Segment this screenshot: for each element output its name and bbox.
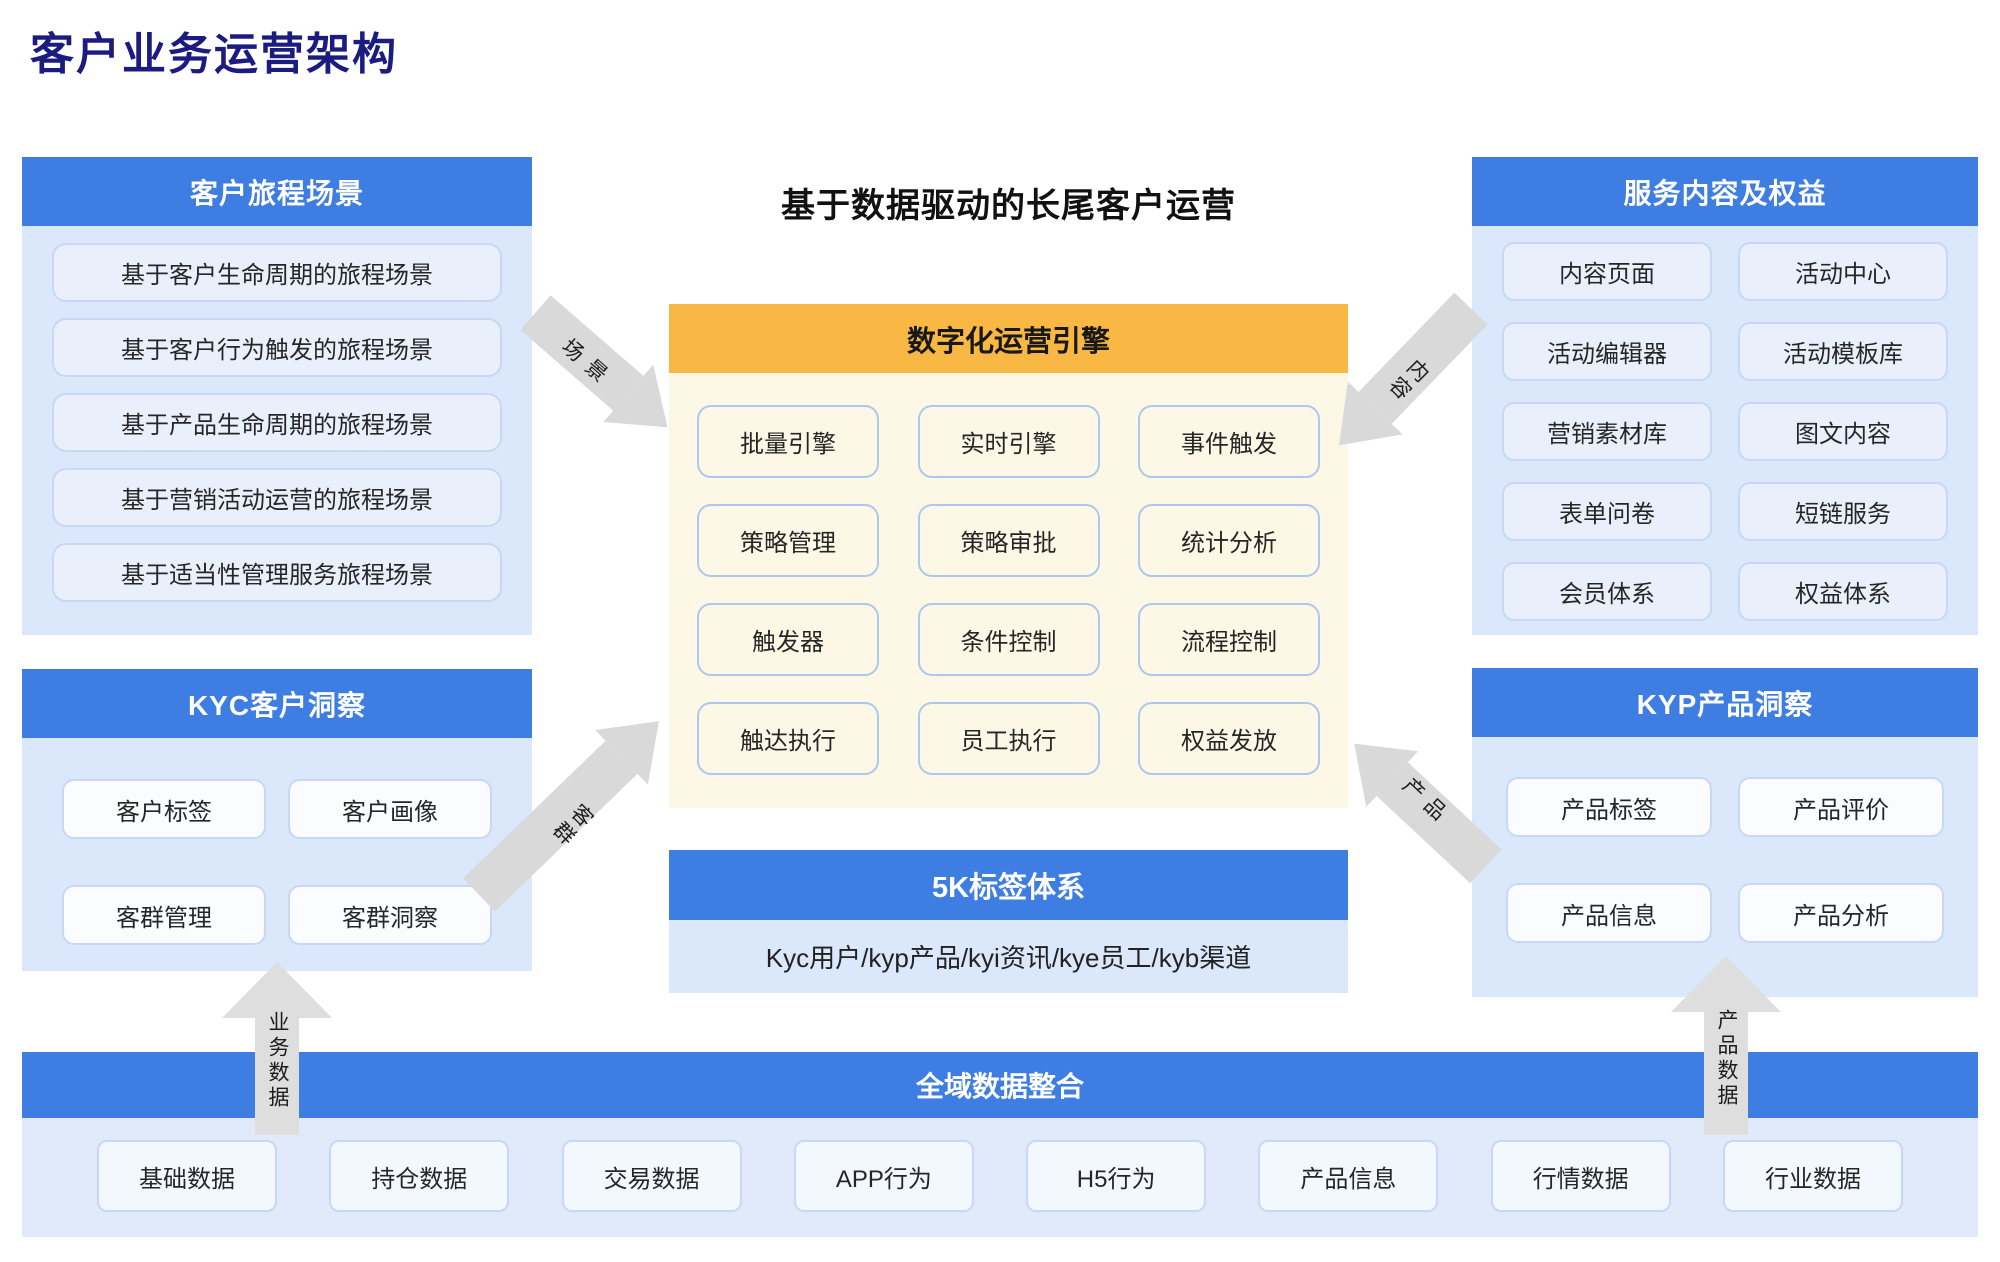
page-title: 客户业务运营架构 bbox=[30, 30, 398, 79]
service-item: 营销素材库 bbox=[1502, 402, 1712, 461]
center-headline: 基于数据驱动的长尾客户运营 bbox=[781, 187, 1236, 225]
kyp-item: 产品分析 bbox=[1738, 883, 1944, 943]
service-item: 表单问卷 bbox=[1502, 482, 1712, 541]
engine-module: 条件控制 bbox=[917, 603, 1100, 676]
engine-module: 批量引擎 bbox=[697, 405, 879, 478]
kyc-panel-body: 客户标签客户画像客群管理客群洞察 bbox=[22, 738, 532, 971]
engine-module: 触发器 bbox=[697, 603, 879, 676]
journey-scenario-item: 基于客户生命周期的旅程场景 bbox=[52, 243, 502, 302]
kyc-item: 客户标签 bbox=[62, 779, 266, 839]
data-source-item: H5行为 bbox=[1026, 1140, 1207, 1212]
tag-system-title: 5K标签体系 bbox=[669, 850, 1348, 920]
service-panel-body: 内容页面活动中心活动编辑器活动模板库营销素材库图文内容表单问卷短链服务会员体系权… bbox=[1472, 226, 1978, 635]
journey-panel: 客户旅程场景 基于客户生命周期的旅程场景基于客户行为触发的旅程场景基于产品生命周… bbox=[22, 157, 532, 635]
data-source-item: 持仓数据 bbox=[329, 1140, 510, 1212]
service-item: 活动模板库 bbox=[1738, 322, 1948, 381]
data-integration-body: 基础数据持仓数据交易数据 APP行为 H5行为产品信息行情数据行业数据 bbox=[22, 1118, 1978, 1237]
kyc-item: 客户画像 bbox=[288, 779, 492, 839]
journey-scenario-item: 基于营销活动运营的旅程场景 bbox=[52, 468, 502, 527]
service-item: 活动中心 bbox=[1738, 242, 1948, 301]
kyp-panel-title: KYP产品洞察 bbox=[1472, 668, 1978, 737]
service-panel-title: 服务内容及权益 bbox=[1472, 157, 1978, 226]
engine-module: 员工执行 bbox=[917, 702, 1100, 775]
engine-body: 批量引擎实时引擎事件触发策略管理策略审批统计分析触发器条件控制流程控制触达执行员… bbox=[669, 373, 1348, 808]
data-source-item: 基础数据 bbox=[97, 1140, 277, 1212]
kyp-panel-body: 产品标签产品评价产品信息产品分析 bbox=[1472, 737, 1978, 997]
journey-panel-body: 基于客户生命周期的旅程场景基于客户行为触发的旅程场景基于产品生命周期的旅程场景基… bbox=[22, 226, 532, 635]
journey-scenario-item: 基于产品生命周期的旅程场景 bbox=[52, 393, 502, 452]
data-source-item: 行情数据 bbox=[1490, 1140, 1671, 1212]
engine-module: 流程控制 bbox=[1138, 603, 1320, 676]
service-item: 短链服务 bbox=[1738, 482, 1948, 541]
engine-module: 实时引擎 bbox=[917, 405, 1100, 478]
data-integration-title: 全域数据整合 bbox=[22, 1052, 1978, 1118]
service-item: 权益体系 bbox=[1738, 562, 1948, 621]
service-item: 活动编辑器 bbox=[1502, 322, 1712, 381]
kyp-item: 产品标签 bbox=[1506, 777, 1712, 837]
kyc-item: 客群洞察 bbox=[288, 885, 492, 945]
service-item: 会员体系 bbox=[1502, 562, 1712, 621]
tag-system-description: Kyc用户/kyp产品/kyi资讯/kye员工/kyb渠道 bbox=[669, 920, 1348, 993]
data-source-item: 交易数据 bbox=[561, 1140, 742, 1212]
service-panel: 服务内容及权益 内容页面活动中心活动编辑器活动模板库营销素材库图文内容表单问卷短… bbox=[1472, 157, 1978, 635]
journey-scenario-item: 基于客户行为触发的旅程场景 bbox=[52, 318, 502, 377]
kyc-panel-title: KYC客户洞察 bbox=[22, 669, 532, 738]
engine-module: 事件触发 bbox=[1138, 405, 1320, 478]
biz-data-arrow-label: 业务数据 bbox=[257, 988, 297, 1134]
data-source-item: 产品信息 bbox=[1258, 1140, 1439, 1212]
service-item: 图文内容 bbox=[1738, 402, 1948, 461]
engine-module: 策略审批 bbox=[917, 504, 1100, 577]
engine-module: 策略管理 bbox=[697, 504, 879, 577]
data-source-item: 行业数据 bbox=[1722, 1140, 1903, 1212]
journey-panel-title: 客户旅程场景 bbox=[22, 157, 532, 226]
journey-scenario-item: 基于适当性管理服务旅程场景 bbox=[52, 543, 502, 602]
engine-module: 权益发放 bbox=[1138, 702, 1320, 775]
engine-title: 数字化运营引擎 bbox=[669, 304, 1348, 373]
engine-module: 触达执行 bbox=[697, 702, 879, 775]
kyc-item: 客群管理 bbox=[62, 885, 266, 945]
engine-module: 统计分析 bbox=[1138, 504, 1320, 577]
kyp-item: 产品评价 bbox=[1738, 777, 1944, 837]
kyp-item: 产品信息 bbox=[1506, 883, 1712, 943]
kyp-panel: KYP产品洞察 产品标签产品评价产品信息产品分析 bbox=[1472, 668, 1978, 997]
service-item: 内容页面 bbox=[1502, 242, 1712, 301]
kyc-panel: KYC客户洞察 客户标签客户画像客群管理客群洞察 bbox=[22, 669, 532, 971]
product-data-arrow-label: 产品数据 bbox=[1706, 985, 1746, 1133]
data-source-item: APP行为 bbox=[793, 1140, 974, 1212]
